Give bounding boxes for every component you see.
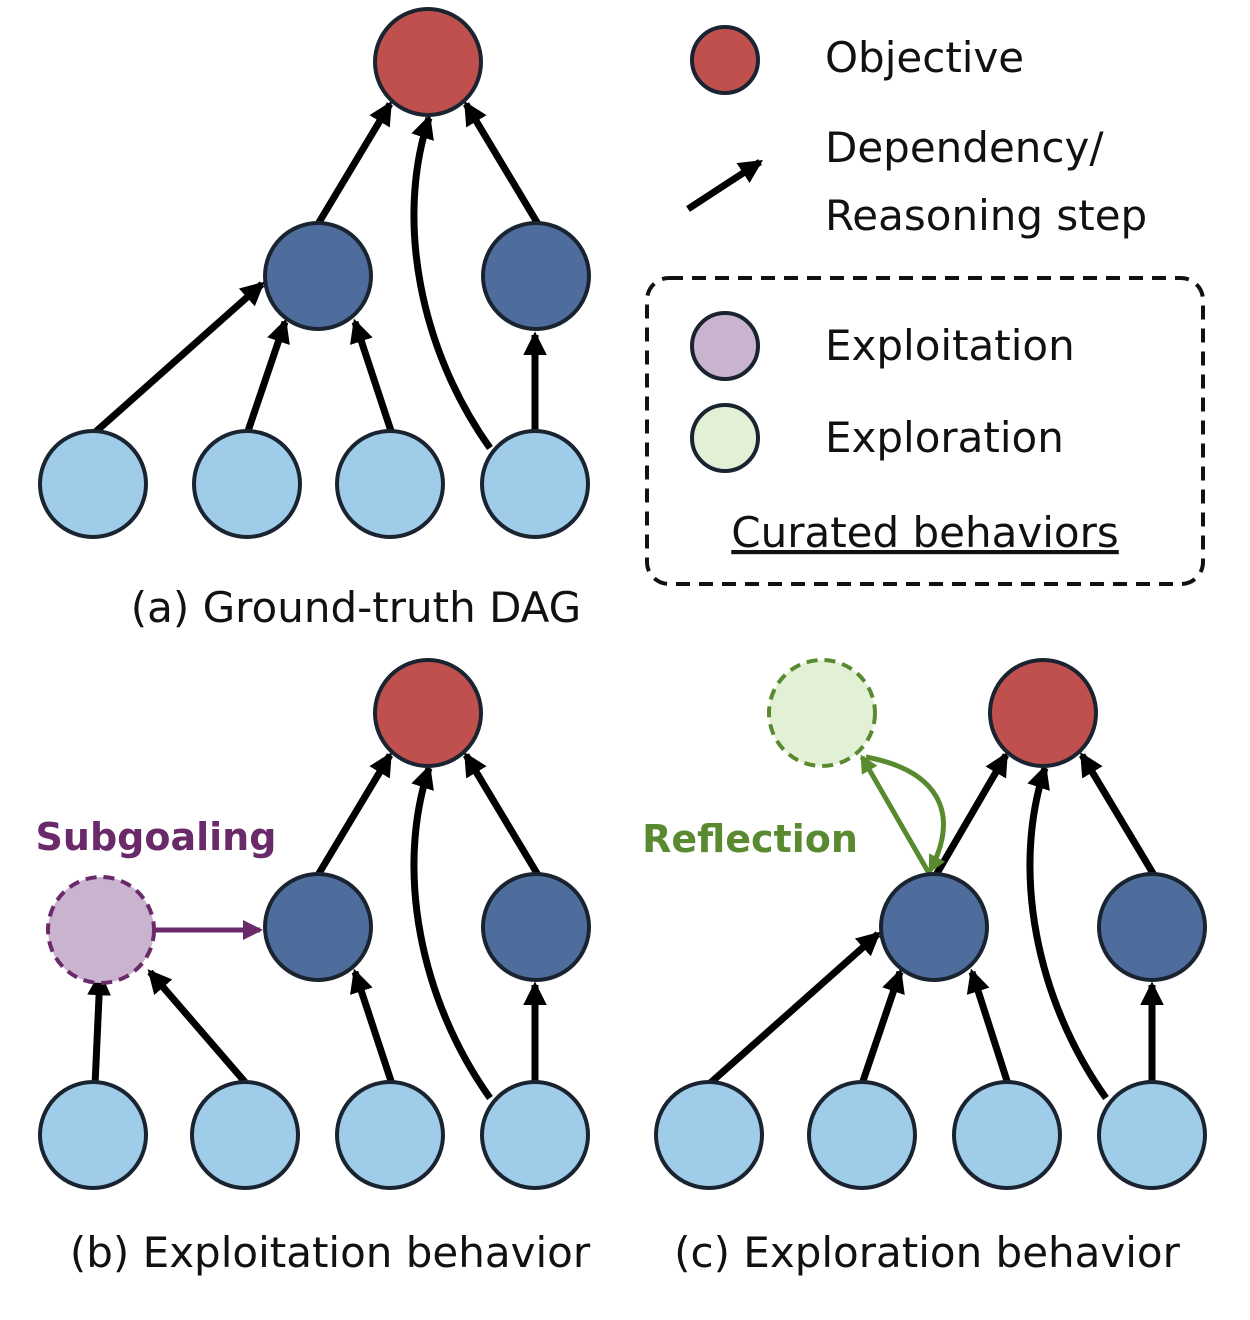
- edge: [243, 318, 290, 436]
- panel-a-nodes: [38, 7, 591, 539]
- edge: [87, 971, 111, 1086]
- leaf-node: [335, 1080, 445, 1190]
- legend-exploration-label: Exploration: [825, 413, 1064, 462]
- edge: [147, 969, 248, 1085]
- legend-dependency-label: Dependency/: [825, 123, 1104, 172]
- reflection-edges: [859, 754, 946, 877]
- objective-node: [988, 658, 1098, 768]
- intermediate-node: [879, 872, 989, 982]
- leaf-node: [654, 1080, 764, 1190]
- edge: [858, 968, 905, 1086]
- leaf-node: [38, 1080, 148, 1190]
- legend-exploration-swatch: [690, 403, 760, 473]
- legend: Objective Dependency/ Reasoning step Exp…: [645, 25, 1205, 586]
- panel-b-caption: (b) Exploitation behavior: [70, 1228, 591, 1277]
- panel-b-edges: [87, 751, 547, 1101]
- edge: [1026, 764, 1109, 1101]
- panel-b-exploitation: Subgoaling (b) Exploitation behavior: [36, 658, 591, 1277]
- legend-exploitation-label: Exploitation: [825, 321, 1075, 370]
- edge: [314, 100, 394, 226]
- edge: [89, 281, 265, 438]
- legend-objective-label: Objective: [825, 33, 1024, 82]
- leaf-node: [952, 1080, 1062, 1190]
- panel-c-caption: (c) Exploration behavior: [674, 1228, 1181, 1277]
- edge: [350, 968, 396, 1086]
- reflection-edge-forward: [865, 754, 946, 874]
- leaf-node: [1097, 1080, 1207, 1190]
- edge: [410, 764, 493, 1101]
- leaf-node: [335, 429, 445, 539]
- edge: [462, 100, 542, 226]
- legend-curated-title: Curated behaviors: [731, 508, 1119, 557]
- reflection-edge-back: [859, 754, 933, 877]
- subgoaling-label: Subgoaling: [36, 815, 277, 859]
- objective-node: [373, 7, 483, 117]
- leaf-node: [480, 1080, 590, 1190]
- subgoal-node: [46, 875, 156, 985]
- edge: [314, 751, 394, 877]
- panel-c-nodes: [654, 658, 1207, 1190]
- intermediate-node: [263, 221, 373, 331]
- legend-reasoning-label: Reasoning step: [825, 191, 1147, 240]
- intermediate-node: [481, 872, 591, 982]
- edge: [1078, 751, 1158, 877]
- intermediate-node: [263, 872, 373, 982]
- leaf-node: [192, 429, 302, 539]
- panel-b-nodes: [38, 658, 591, 1190]
- edge: [966, 968, 1012, 1086]
- panel-a-ground-truth-dag: (a) Ground-truth DAG: [38, 7, 591, 632]
- legend-exploitation-swatch: [690, 311, 760, 381]
- leaf-node: [38, 429, 148, 539]
- reflection-label: Reflection: [642, 817, 858, 861]
- legend-objective-swatch: [690, 25, 760, 95]
- objective-node: [373, 658, 483, 768]
- panel-a-caption: (a) Ground-truth DAG: [131, 583, 581, 632]
- edge: [932, 751, 1010, 877]
- edge: [462, 751, 542, 877]
- legend-arrow-icon: [686, 159, 763, 212]
- leaf-node: [480, 429, 590, 539]
- edge: [410, 114, 493, 451]
- panel-c-edges: [705, 751, 1164, 1101]
- leaf-node: [807, 1080, 917, 1190]
- intermediate-node: [481, 221, 591, 331]
- edge: [705, 931, 881, 1088]
- panel-c-exploration: Reflection (c) Exploration behavior: [642, 658, 1207, 1277]
- panel-a-edges: [89, 100, 547, 451]
- leaf-node: [190, 1080, 300, 1190]
- exploration-node: [767, 658, 877, 768]
- curated-behaviors-box: [645, 276, 1205, 586]
- edge: [350, 318, 396, 436]
- intermediate-node: [1097, 872, 1207, 982]
